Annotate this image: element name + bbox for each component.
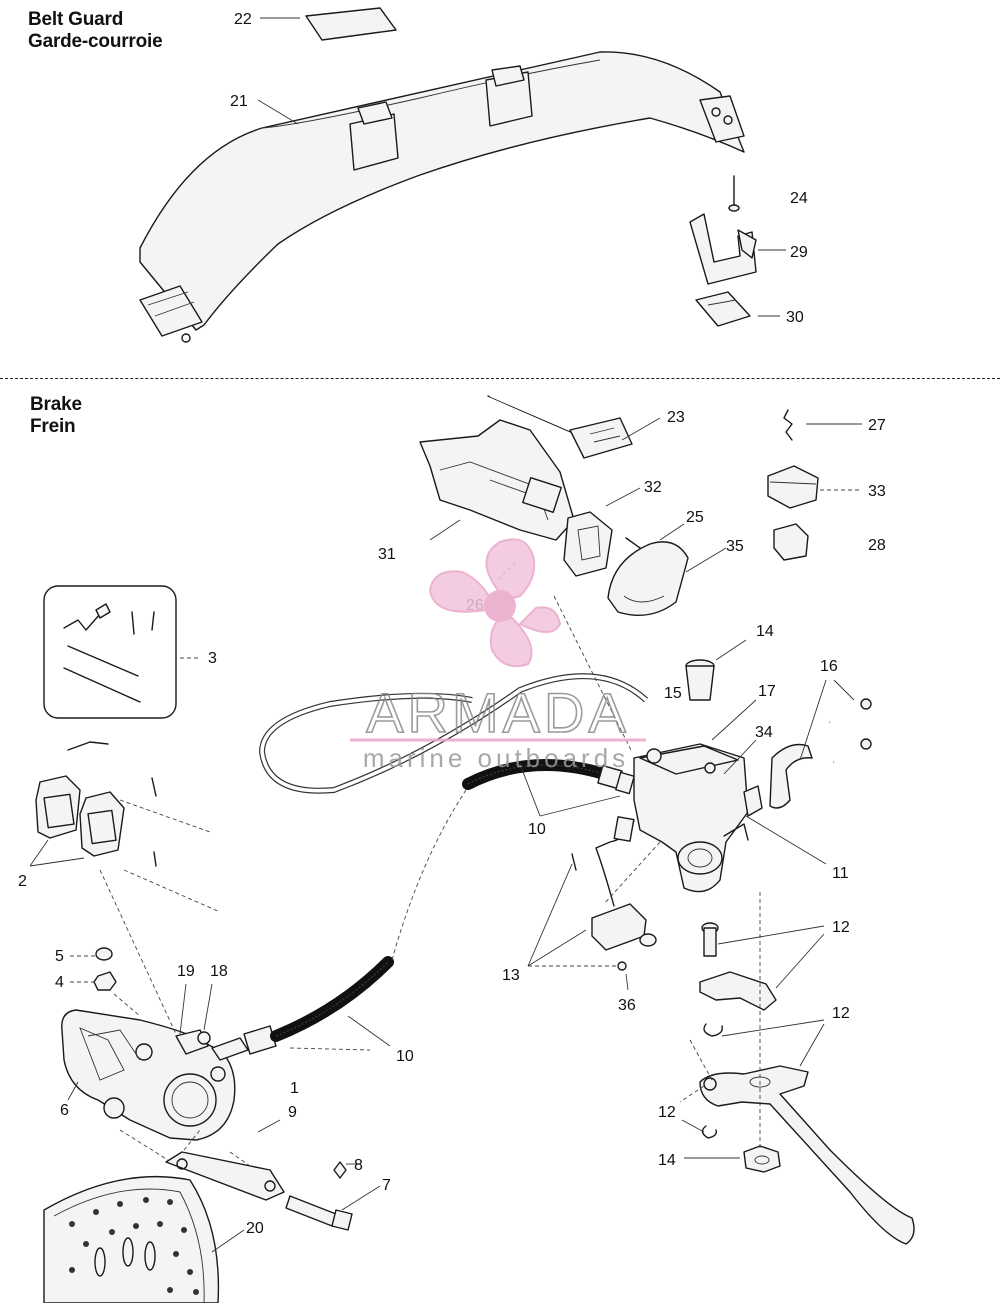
belt-guard-inner-edge (261, 59, 601, 129)
callout-3: 3 (208, 650, 217, 667)
caliper-6 (61, 1009, 236, 1141)
plate-30 (695, 291, 751, 327)
callout-31: 31 (378, 546, 396, 563)
callout-7: 7 (382, 1177, 391, 1194)
watermark-tagline: marine outboards (363, 743, 629, 773)
nut-14 (743, 1145, 781, 1173)
screws-16 (829, 698, 872, 764)
callout-25: 25 (686, 509, 704, 526)
label-plate-22 (305, 7, 397, 41)
bracket-29 (689, 213, 757, 285)
callout-17: 17 (758, 683, 776, 700)
callout-22: 22 (234, 11, 252, 28)
callout-12-clip: 12 (832, 1005, 850, 1022)
propeller-logo (428, 538, 562, 668)
washer-8 (333, 1161, 347, 1179)
guard-mount-right (699, 95, 745, 143)
brake-hose-10-upper (462, 759, 635, 795)
nut-4 (93, 971, 117, 991)
reservoir-cap-15 (685, 659, 715, 701)
block-33 (767, 465, 819, 509)
armada-watermark: ARMADA marine outboards (350, 538, 646, 773)
cap-5 (95, 947, 113, 961)
callout-5: 5 (55, 948, 64, 965)
callout-18: 18 (210, 963, 228, 980)
belt-guard-group (139, 7, 757, 343)
lever-bracket-12 (699, 971, 777, 1011)
callout-9: 9 (288, 1104, 297, 1121)
callout-12-eclip: 12 (658, 1104, 676, 1121)
callout-34: 34 (755, 724, 773, 741)
cable-23 (487, 395, 633, 459)
callout-21: 21 (230, 93, 248, 110)
guard-latch (139, 285, 203, 343)
bracket-9 (165, 1151, 285, 1201)
callout-16: 16 (820, 658, 838, 675)
callout-10-upper: 10 (528, 821, 546, 838)
hose-path-link (391, 789, 467, 961)
belt-guard-title: Belt Guard Garde-courroie (28, 9, 163, 53)
guard-clip-right (485, 65, 533, 127)
callout-labels: 22 21 24 29 30 23 27 32 33 25 31 35 28 2… (18, 11, 886, 1237)
watermark-brand: ARMADA (366, 681, 630, 744)
callout-1: 1 (290, 1080, 299, 1097)
belt-guard-title-fr: Garde-courroie (28, 31, 163, 52)
callout-13: 13 (502, 967, 520, 984)
callout-30: 30 (786, 309, 804, 326)
callout-15: 15 (664, 685, 682, 702)
brake-hose-10-lower (243, 956, 394, 1055)
clamp-34 (769, 743, 813, 809)
pin-27 (783, 409, 793, 441)
brake-lever-12 (699, 1065, 915, 1245)
brake-title-en: Brake (30, 394, 82, 415)
callout-24: 24 (790, 190, 808, 207)
callout-14-top: 14 (756, 623, 774, 640)
brake-cable-loop (258, 673, 649, 794)
pin-25 (625, 537, 641, 549)
callout-14-nut: 14 (658, 1152, 676, 1169)
pivot-bolt-12 (701, 922, 719, 957)
belt-guard-21 (139, 51, 745, 331)
pin-24 (728, 175, 740, 212)
brake-pads-2 (35, 741, 221, 913)
belt-guard-leaders (257, 17, 786, 317)
callout-32: 32 (644, 479, 662, 496)
pin-kit-3 (43, 585, 177, 719)
callout-6: 6 (60, 1102, 69, 1119)
e-clip-12 (701, 1125, 718, 1139)
block-28 (773, 523, 809, 561)
belt-guard-title-en: Belt Guard (28, 9, 124, 30)
bolt-7 (285, 1195, 353, 1231)
gasket-32 (563, 511, 613, 577)
callout-19: 19 (177, 963, 195, 980)
guard-clip-left (349, 101, 399, 171)
callout-35: 35 (726, 538, 744, 555)
callout-8: 8 (354, 1157, 363, 1174)
brake-title: Brake Frein (30, 394, 82, 438)
brake-title-fr: Frein (30, 416, 76, 437)
callout-28: 28 (868, 537, 886, 554)
brake-leaders (29, 417, 862, 1253)
handlebar-block-31 (419, 419, 575, 541)
callout-20: 20 (246, 1220, 264, 1237)
brake-disc-20 (43, 1175, 220, 1303)
callout-29: 29 (790, 244, 808, 261)
callout-11: 11 (832, 865, 849, 882)
callout-33: 33 (868, 483, 886, 500)
callout-23: 23 (667, 409, 685, 426)
callout-36: 36 (618, 997, 636, 1014)
callout-4: 4 (55, 974, 64, 991)
callout-27: 27 (868, 417, 886, 434)
callout-10-lower: 10 (396, 1048, 414, 1065)
callout-12-bolt: 12 (832, 919, 850, 936)
callout-2: 2 (18, 873, 27, 890)
master-cylinder-11 (633, 743, 763, 893)
retaining-clip-12 (703, 1023, 723, 1037)
brake-switch-13 (571, 816, 657, 971)
cover-35 (607, 541, 689, 616)
fittings-18-19 (175, 1029, 249, 1061)
section-divider (0, 378, 1000, 379)
